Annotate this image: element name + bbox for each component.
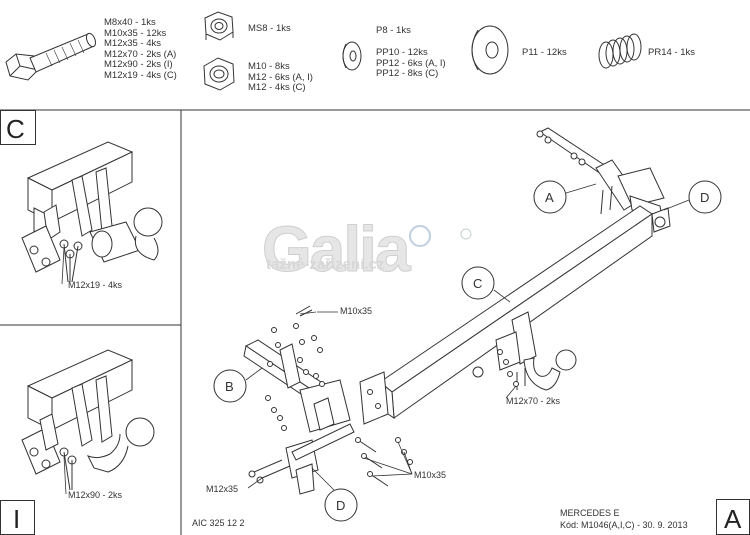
callout-a-circle: [533, 180, 567, 214]
washer-p8-icon: [342, 41, 362, 71]
variant-i-hitch-drawing: [21, 349, 155, 491]
washer-pp-item: PP10 - 12ks: [376, 47, 428, 58]
washer-pp-item: PP12 - 6ks (A, I): [376, 57, 446, 69]
callout-a: A: [545, 190, 554, 205]
bolt-list-item: M10x35 - 12ks: [104, 27, 167, 39]
bolt-stack-bottom: [248, 437, 413, 487]
watermark-site: tažné-zařízení.cz: [266, 256, 385, 273]
callout-b: B: [225, 379, 234, 394]
callout-circles: [213, 180, 722, 522]
main-towbar-drawing: [243, 127, 671, 495]
footer-code: AIC 325 12 2: [192, 518, 245, 528]
nut-list-item: M12 - 4ks (C): [248, 82, 306, 93]
washer-pp-item: PP12 - 8ks (C): [376, 68, 439, 79]
bolt-list-item: M12x35 - 4ks: [104, 38, 162, 49]
callout-c-circle: [461, 266, 495, 300]
nut-list: M10 - 8ks M12 - 6ks (A, I) M12 - 4ks (C): [248, 61, 313, 94]
callout-d-bottom-circle: [324, 488, 358, 522]
nut-ms8-icon: [204, 11, 234, 41]
variant-i-label: M12x90 - 2ks: [68, 490, 123, 500]
callout-c: C: [473, 276, 483, 291]
washer-p8-label: P8 - 1ks: [376, 25, 411, 36]
variant-c-box: [0, 110, 36, 145]
bolt-list: M8x40 - 1ks M10x35 - 12ks M12x35 - 4ks M…: [104, 17, 177, 81]
variant-c-hitch-drawing: [21, 141, 163, 283]
spring-pr14-icon: [598, 33, 642, 69]
label-m10x35-top: M10x35: [340, 306, 373, 316]
label-m12x70: M12x70 - 2ks: [506, 396, 561, 406]
bolt-icon: [5, 32, 97, 81]
variant-a-letter: A: [724, 504, 742, 534]
footer-kod: Kód: M1046(A,I,C) - 30. 9. 2013: [560, 520, 688, 530]
footer-model: MERCEDES E: [560, 508, 620, 518]
bolt-list-item: M12x90 - 2ks (I): [104, 59, 173, 70]
watermark-logo: [409, 225, 472, 247]
bolt-list-item: M8x40 - 1ks: [104, 17, 156, 28]
callout-d-top-circle: [688, 180, 722, 214]
bolt-list-item: M12x19 - 4ks (C): [104, 69, 177, 81]
nut-ms8-label: MS8 - 1ks: [248, 23, 291, 34]
callout-d-bottom: D: [336, 498, 346, 513]
variant-c-letter: C: [6, 114, 25, 144]
leader-lines: [61, 183, 690, 495]
washer-p11-icon: [471, 25, 509, 75]
variant-i-letter: I: [13, 504, 21, 534]
callout-d-top: D: [700, 190, 710, 205]
callout-b-circle: [213, 369, 247, 403]
label-m12x35: M12x35: [206, 484, 239, 494]
variant-c-label: M12x19 - 4ks: [68, 280, 123, 290]
bolt-stack-left: [265, 305, 325, 431]
washer-pp-list: PP10 - 12ks PP12 - 6ks (A, I) PP12 - 8ks…: [376, 47, 446, 80]
bolt-list-item: M12x70 - 2ks (A): [104, 48, 177, 60]
nut-m10-icon: [203, 57, 235, 91]
watermark-brand: Galia: [262, 213, 412, 285]
nut-list-item: M12 - 6ks (A, I): [248, 71, 313, 83]
label-m10x35-bottom: M10x35: [414, 470, 447, 480]
nut-list-item: M10 - 8ks: [248, 61, 290, 72]
spring-pr14-label: PR14 - 1ks: [648, 47, 695, 58]
washer-p11-label: P11 - 12ks: [522, 47, 567, 58]
